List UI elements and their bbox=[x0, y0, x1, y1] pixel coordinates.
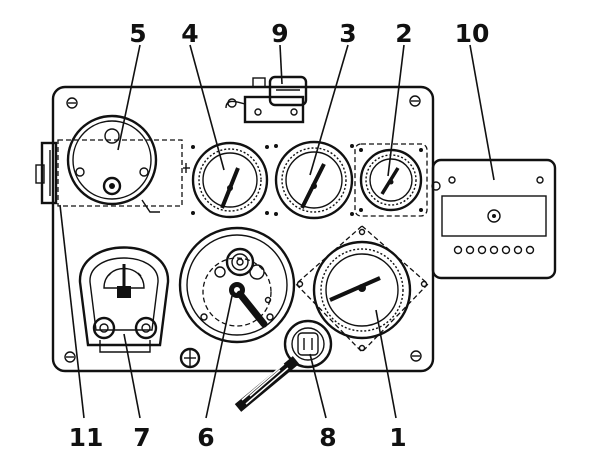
large-dial-6 bbox=[178, 226, 296, 344]
meter-with-knobs bbox=[78, 246, 170, 353]
callout-4: 4 bbox=[181, 19, 198, 48]
side-box bbox=[431, 158, 557, 280]
callout-11: 11 bbox=[69, 423, 104, 452]
callout-labels: 5 4 9 3 2 10 11 7 6 8 1 bbox=[69, 19, 490, 452]
side-bracket bbox=[35, 141, 58, 205]
callout-7: 7 bbox=[133, 423, 150, 452]
callout-10: 10 bbox=[455, 19, 490, 48]
callout-6: 6 bbox=[197, 423, 214, 452]
callout-8: 8 bbox=[319, 423, 336, 452]
round-instrument bbox=[57, 114, 190, 213]
cable-socket bbox=[234, 319, 333, 412]
callout-9: 9 bbox=[271, 19, 288, 48]
dial-gauge-4 bbox=[191, 141, 269, 219]
leader-lines bbox=[59, 44, 495, 419]
panel-screws bbox=[64, 95, 422, 363]
small-knob bbox=[179, 347, 201, 369]
callout-3: 3 bbox=[339, 19, 356, 48]
callout-2: 2 bbox=[395, 19, 412, 48]
callout-5: 5 bbox=[129, 19, 146, 48]
dial-gauge-3 bbox=[274, 140, 354, 220]
top-component bbox=[225, 75, 308, 124]
dial-gauge-1 bbox=[295, 225, 429, 353]
callout-1: 1 bbox=[389, 423, 406, 452]
